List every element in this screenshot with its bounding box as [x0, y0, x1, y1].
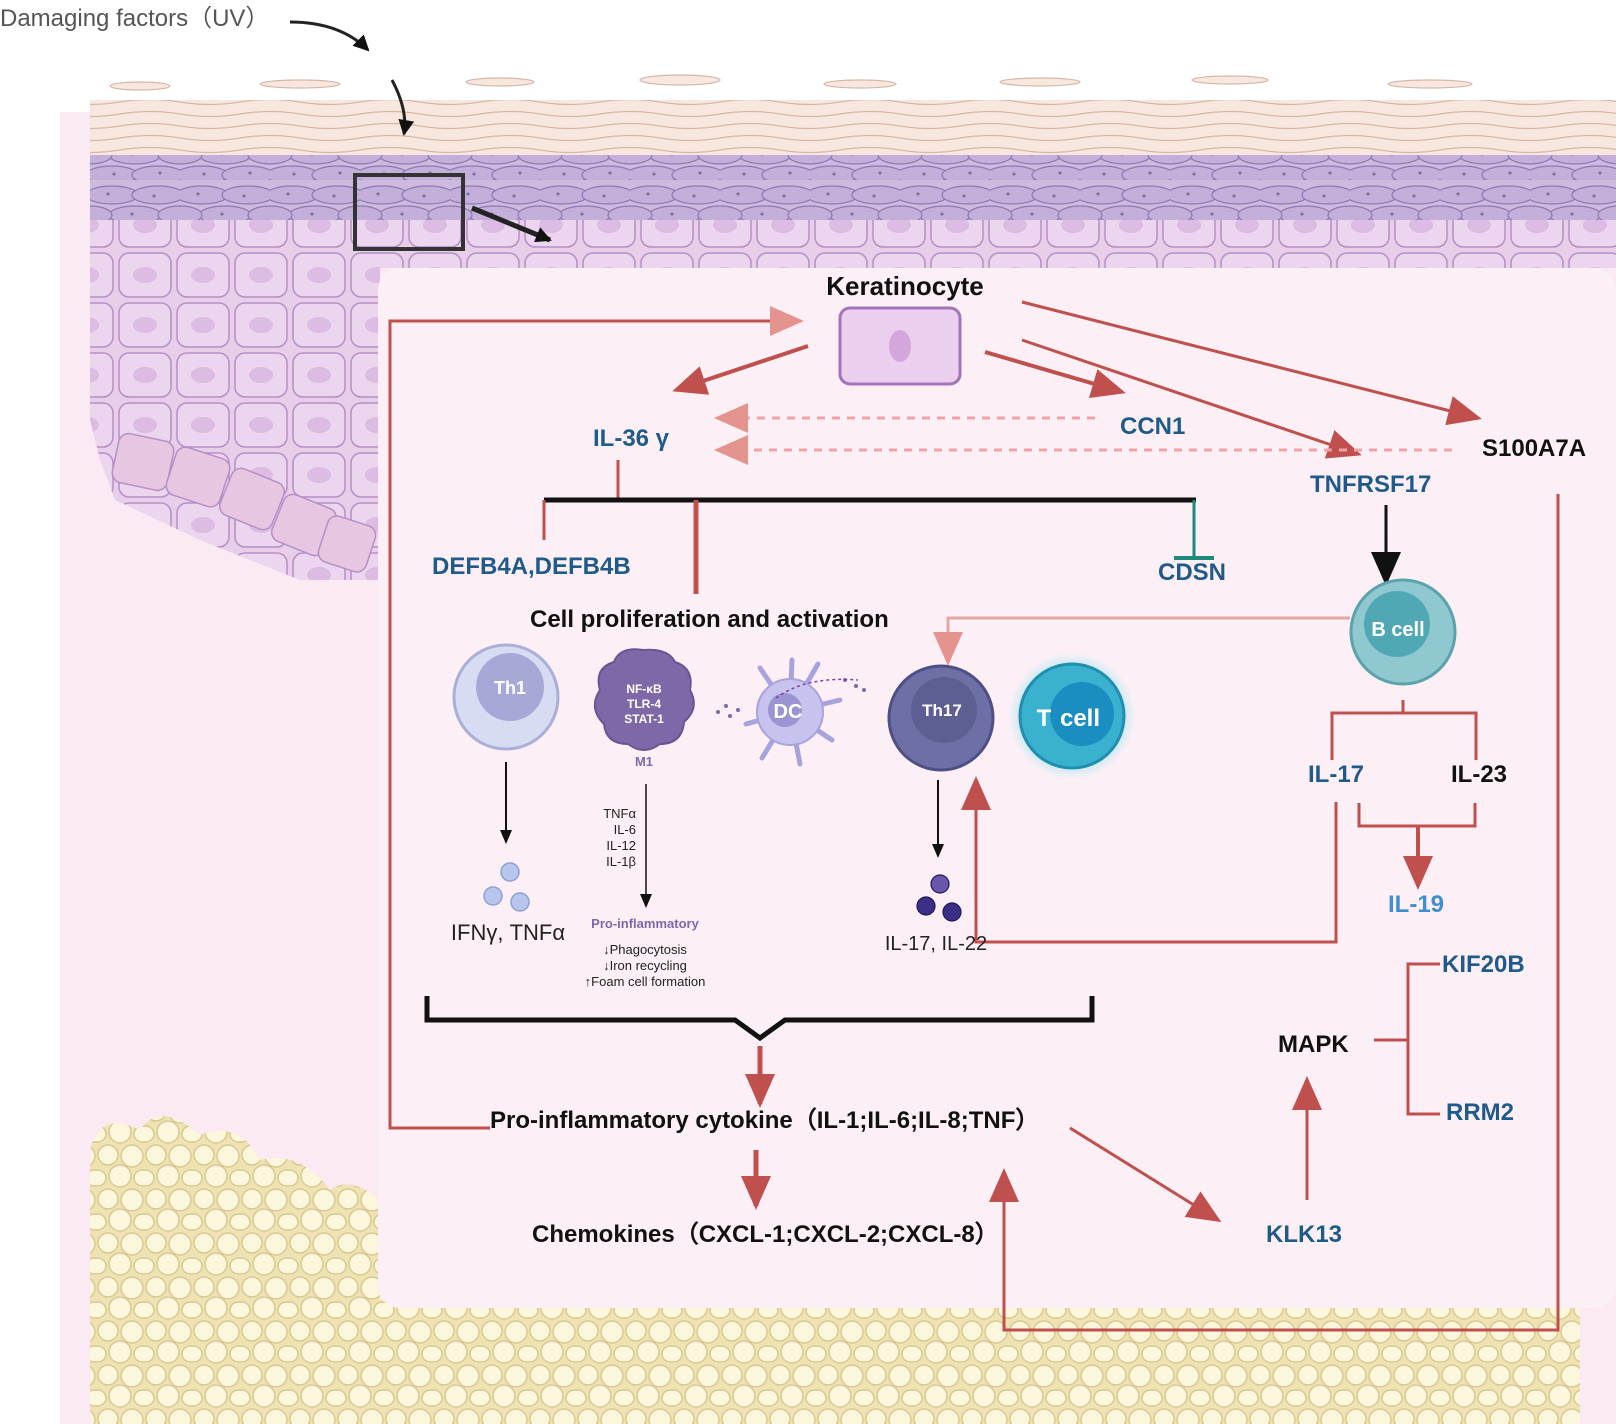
main-panel: [378, 268, 1616, 1308]
pro-inflammatory-small-label: Pro-inflammatory: [591, 916, 699, 931]
ccn1-label: CCN1: [1120, 413, 1185, 440]
mapk-label: MAPK: [1278, 1031, 1349, 1058]
il17-label: IL-17: [1308, 761, 1364, 788]
s100a7a-loop: [989, 494, 1560, 1332]
il36-label: IL-36 γ: [593, 425, 670, 452]
t-cell-label-t: T: [1037, 705, 1052, 732]
m1-marker-nfkb: NF-κB: [626, 682, 662, 696]
defb-label: DEFB4A,DEFB4B: [432, 553, 631, 580]
arrow-cytokine-klk13: [1069, 1126, 1222, 1223]
s100a7a-label: S100A7A: [1482, 435, 1586, 462]
m1-macrophage-icon: [593, 648, 695, 751]
klk13-label: KLK13: [1266, 1221, 1342, 1248]
m1-effect-phagocytosis: ↓Phagocytosis: [603, 942, 687, 957]
dc-particles-icon: [716, 678, 866, 718]
ifn-particles-icon: [483, 862, 530, 912]
dc-dendrite-arrow-icon: [775, 678, 859, 699]
bcell-branch: [1330, 711, 1478, 760]
b-cell-label: B cell: [1371, 619, 1424, 641]
zoom-box: [353, 173, 465, 251]
m1-effect-iron: ↓Iron recycling: [603, 958, 687, 973]
keratinocyte-cell-icon: [838, 306, 962, 386]
arrow-kc-s100a7a: [1021, 300, 1482, 426]
il17-il22-label: IL-17, IL-22: [885, 933, 987, 955]
pro-cytokine-label: Pro-inflammatory cytokine（IL-1;IL-6;IL-8…: [490, 1107, 1039, 1134]
m1-cytokine-tnfa: TNFα: [603, 806, 636, 821]
cells-bracket: [424, 996, 1095, 1042]
th1-label: Th1: [494, 678, 526, 698]
damaging-factors-label: Damaging factors（UV）: [0, 5, 269, 32]
il19-label: IL-19: [1388, 891, 1444, 918]
m1-cytokine-il12: IL-12: [606, 838, 636, 853]
feedback-loop-left: [388, 306, 804, 1130]
dc-label: DC: [774, 701, 803, 723]
dc-nucleus-icon: [768, 693, 802, 727]
il17-feedback: [961, 776, 1338, 944]
mapk-bracket: [1406, 962, 1440, 1116]
rrm2-label: RRM2: [1446, 1099, 1514, 1126]
kif20b-label: KIF20B: [1442, 951, 1525, 978]
m1-cytokine-il6: IL-6: [614, 822, 636, 837]
cell-proliferation-label: Cell proliferation and activation: [530, 606, 889, 633]
m1-marker-stat1: STAT-1: [624, 712, 664, 726]
arrow-kc-ccn1: [984, 350, 1126, 398]
arrow-kc-tnfrsf17: [1021, 338, 1362, 459]
m1-label: M1: [635, 754, 653, 769]
t-cell-label-cell: cell: [1060, 705, 1100, 732]
b-cell-icon: [1349, 578, 1457, 686]
ifn-label: IFNγ, TNFα: [451, 920, 565, 945]
th17-label: Th17: [922, 701, 962, 720]
chemokines-label: Chemokines（CXCL-1;CXCL-2;CXCL-8）: [532, 1221, 999, 1248]
tnfrsf17-label: TNFRSF17: [1310, 471, 1431, 498]
il23-label: IL-23: [1451, 761, 1507, 788]
keratinocyte-label: Keratinocyte: [826, 271, 984, 301]
il17-particles-icon: [916, 874, 962, 922]
m1-cytokine-il1b: IL-1β: [606, 854, 636, 869]
basal-cells: [111, 432, 377, 573]
th17-cell-icon: [887, 664, 995, 772]
uv-arrow-2: [390, 79, 415, 136]
arrow-bcell-th17: [933, 616, 1350, 666]
uv-arrow-1: [289, 20, 370, 52]
m1-effect-foam: ↑Foam cell formation: [585, 974, 706, 989]
arrow-kc-il36: [672, 344, 809, 395]
cdsn-label: CDSN: [1158, 559, 1226, 586]
th1-cell-icon: [452, 643, 560, 751]
m1-marker-tlr4: TLR-4: [627, 697, 661, 711]
t-cell-nucleus-icon: [1050, 682, 1114, 746]
zoom-arrow: [471, 205, 552, 243]
